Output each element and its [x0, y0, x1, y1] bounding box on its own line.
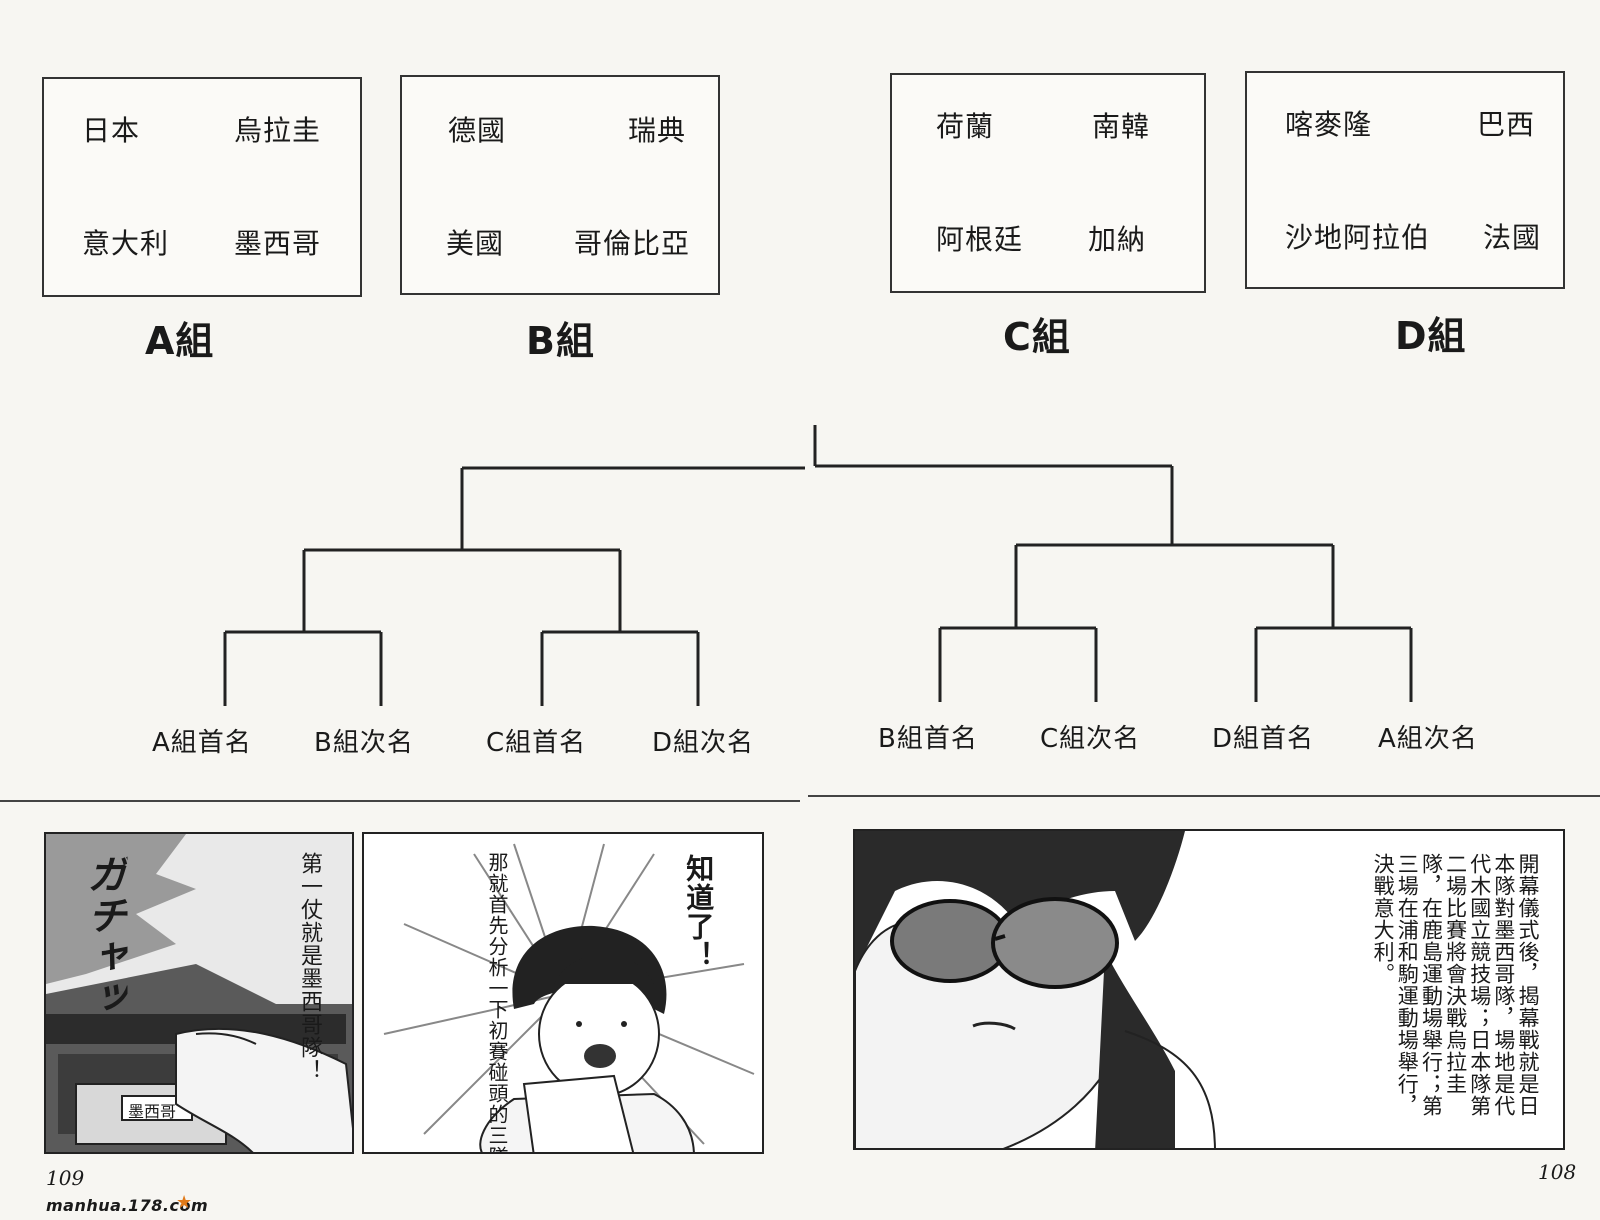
group-d-team-1: 喀麥隆 [1285, 108, 1373, 141]
group-c-box: 荷蘭 南韓 阿根廷 加納 [890, 73, 1206, 293]
bracket-slot-5: B組首名 [878, 724, 978, 754]
panel-3-caption: 開幕儀式後，揭幕戰就是日本隊對墨西哥隊，場地是代代木國立競技場；日本隊第二場比賽… [1371, 853, 1540, 1117]
star-icon: ★ [176, 1192, 193, 1213]
group-b-team-3: 美國 [446, 227, 505, 260]
panel-3-illustration [855, 831, 1563, 1148]
group-a-team-3: 意大利 [82, 227, 170, 260]
group-d-box: 喀麥隆 巴西 沙地阿拉伯 法國 [1245, 71, 1565, 289]
bracket-slot-8: A組次名 [1378, 724, 1478, 754]
label-card-text: 墨西哥 [128, 1102, 177, 1121]
group-a-team-4: 墨西哥 [234, 227, 322, 260]
group-a-team-1: 日本 [82, 114, 141, 147]
group-d-team-3: 沙地阿拉伯 [1285, 221, 1431, 254]
panel-2-speech-left: 那就首先分析一下初賽碰頭的三隊吧！ [485, 852, 509, 1154]
group-a-team-2: 烏拉圭 [234, 114, 322, 147]
bracket-slot-2: B組次名 [314, 728, 414, 758]
group-b-team-1: 德國 [448, 114, 507, 147]
bracket-slot-3: C組首名 [486, 728, 587, 758]
group-b-team-2: 瑞典 [628, 114, 687, 147]
group-d-team-4: 法國 [1483, 221, 1542, 254]
page-divider-left [0, 800, 800, 802]
page-divider-right [808, 795, 1600, 797]
panel-1-illustration [46, 834, 352, 1152]
group-c-team-4: 加納 [1088, 223, 1147, 256]
panel-2-illustration [364, 834, 762, 1152]
bracket-slot-1: A組首名 [152, 728, 252, 758]
watermark-text: manhua.178.com [46, 1196, 209, 1215]
bracket-slot-7: D組首名 [1212, 724, 1315, 754]
manga-panel-2: 那就首先分析一下初賽碰頭的三隊吧！ 知道了！ [362, 832, 764, 1154]
panel-2-speech-right: 知道了！ [682, 854, 716, 970]
tournament-bracket [223, 425, 1413, 706]
group-d-label: D組 [1395, 314, 1467, 358]
group-b-label: B組 [526, 319, 595, 363]
group-c-team-1: 荷蘭 [936, 110, 995, 143]
page-number-right: 108 [1538, 1160, 1577, 1184]
group-a-box: 日本 烏拉圭 意大利 墨西哥 [42, 77, 362, 297]
bracket-slot-6: C組次名 [1040, 724, 1141, 754]
panel-1-speech: 第一仗就是墨西哥隊！ [297, 852, 322, 1082]
group-c-label: C組 [1003, 315, 1071, 359]
group-c-team-3: 阿根廷 [936, 223, 1024, 256]
group-c-team-2: 南韓 [1092, 110, 1151, 143]
group-b-box: 德國 瑞典 美國 哥倫比亞 [400, 75, 720, 295]
page-number-left: 109 [46, 1166, 85, 1190]
bracket-slot-4: D組次名 [652, 728, 755, 758]
panel-1-sfx: ガチャッ [80, 854, 126, 1018]
group-d-team-2: 巴西 [1477, 108, 1536, 141]
group-a-label: A組 [145, 319, 215, 363]
group-b-team-4: 哥倫比亞 [574, 227, 691, 260]
manga-panel-3: 開幕儀式後，揭幕戰就是日本隊對墨西哥隊，場地是代代木國立競技場；日本隊第二場比賽… [853, 829, 1565, 1150]
manga-panel-1: 墨西哥 ガチャッ 第一仗就是墨西哥隊！ [44, 832, 354, 1154]
